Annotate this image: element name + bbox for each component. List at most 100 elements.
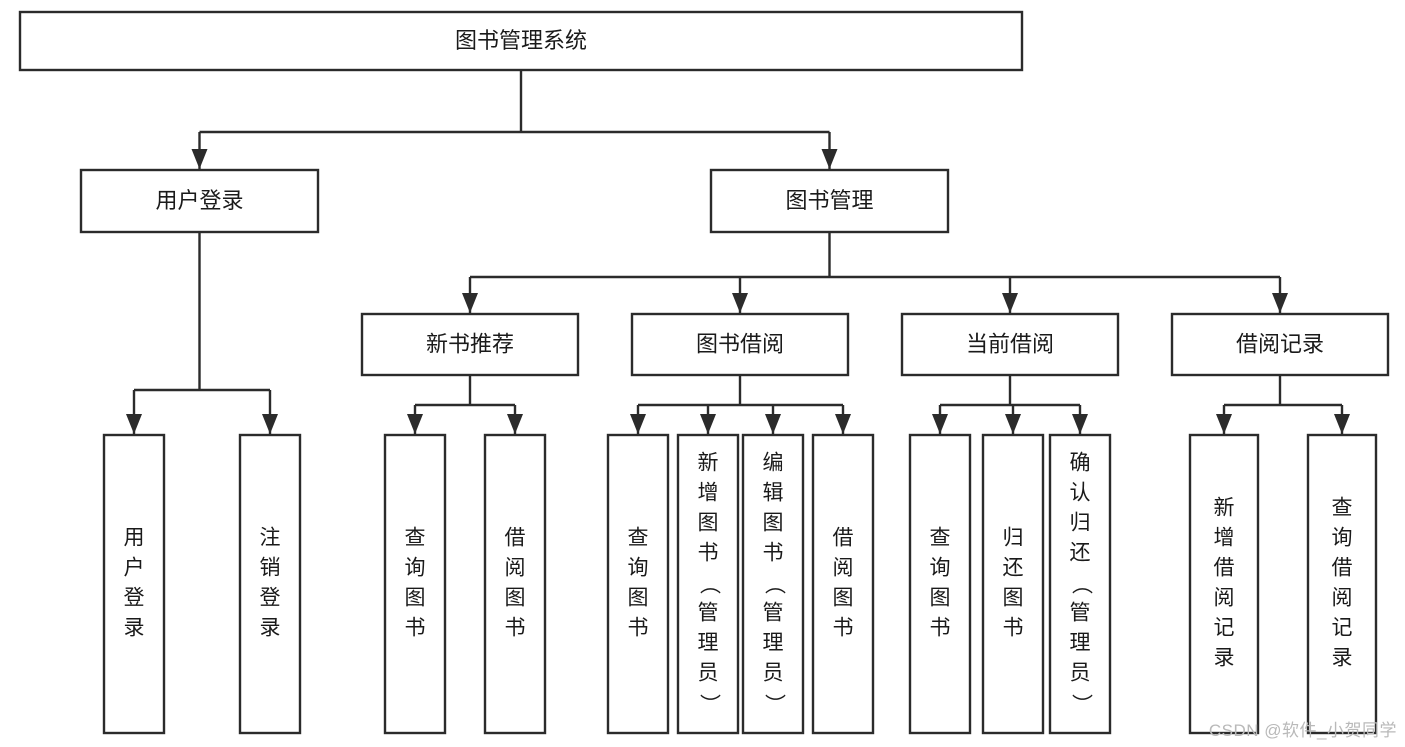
arrow-head-icon [1334,414,1350,434]
node-book-borrow[interactable]: 图书借阅 [630,312,850,377]
node-label-leaf-user-login-char-1: 户 [124,557,145,580]
node-label-leaf-edit-book-char-0: 编 [763,452,784,475]
node-label-leaf-add-record-char-3: 阅 [1214,587,1235,610]
node-book-manage[interactable]: 图书管理 [709,168,950,234]
node-box-leaf-query-book-3 [908,433,972,735]
arrow-head-icon [126,414,142,434]
node-user-login[interactable]: 用户登录 [79,168,320,234]
node-label-leaf-add-book-char-5: 管 [698,602,719,625]
node-label-book-manage: 图书管理 [785,188,873,213]
arrow-head-icon [1002,293,1018,313]
arrow-head-icon [732,293,748,313]
node-label-leaf-add-record-char-1: 增 [1214,527,1235,550]
node-label-leaf-add-record-char-0: 新 [1214,497,1235,520]
node-label-user-login: 用户登录 [155,188,243,213]
node-label-leaf-confirm-return-char-1: 认 [1070,482,1091,505]
arrow-head-icon [407,414,423,434]
node-box-leaf-edit-book [741,433,805,735]
node-label-leaf-borrow-book-2-char-0: 借 [833,527,854,550]
arrow-head-icon [932,414,948,434]
node-label-leaf-query-book-1-char-2: 图 [405,587,426,610]
node-label-book-borrow: 图书借阅 [696,331,784,356]
connector-lines [126,70,1350,434]
node-label-leaf-user-login-char-0: 用 [124,527,145,550]
node-label-root: 图书管理系统 [455,28,587,53]
node-label-leaf-return-book-char-1: 还 [1003,557,1024,580]
arrow-head-icon [835,414,851,434]
node-label-leaf-confirm-return-char-4: （ [1069,574,1092,595]
node-box-new-book-rec [360,312,580,377]
node-box-leaf-return-book [981,433,1045,735]
node-label-new-book-rec: 新书推荐 [426,331,514,356]
node-label-leaf-logout-char-0: 注 [260,527,281,550]
node-label-leaf-confirm-return-char-2: 归 [1070,512,1091,535]
node-label-leaf-borrow-book-2-char-3: 书 [833,617,854,640]
arrow-head-icon [821,149,838,169]
node-box-borrow-record [1170,312,1390,377]
arrow-head-icon [1272,293,1288,313]
node-label-leaf-add-record-char-4: 记 [1214,617,1235,640]
node-label-leaf-query-book-2-char-1: 询 [628,557,649,580]
arrow-head-icon [1072,414,1088,434]
node-new-book-rec[interactable]: 新书推荐 [360,312,580,377]
node-boxes: 图书管理系统用户登录图书管理新书推荐图书借阅当前借阅借阅记录用户登录注销登录查询… [18,10,1390,735]
node-box-leaf-query-record [1306,433,1378,735]
node-label-leaf-add-book-char-0: 新 [698,452,719,475]
node-label-leaf-add-record-char-2: 借 [1214,557,1235,580]
node-box-user-login [79,168,320,234]
node-label-leaf-edit-book-char-8: ） [762,694,785,715]
node-label-leaf-add-book-char-1: 增 [698,482,719,505]
node-label-leaf-return-book-char-3: 书 [1003,617,1024,640]
node-box-leaf-add-book [676,433,740,735]
node-label-leaf-edit-book-char-5: 管 [763,602,784,625]
node-label-leaf-query-record-char-3: 阅 [1332,587,1353,610]
node-box-book-manage [709,168,950,234]
node-label-leaf-query-record-char-0: 查 [1332,497,1353,520]
arrow-head-icon [765,414,781,434]
arrow-head-icon [507,414,523,434]
arrow-head-icon [462,293,478,313]
node-label-leaf-confirm-return-char-0: 确 [1070,452,1091,475]
node-label-leaf-logout-char-1: 销 [260,557,281,580]
node-borrow-record[interactable]: 借阅记录 [1170,312,1390,377]
node-box-leaf-user-login [102,433,166,735]
node-label-leaf-add-record-char-5: 录 [1214,647,1235,670]
node-leaf-user-login[interactable]: 用户登录 [102,433,166,735]
node-label-leaf-query-record-char-4: 记 [1332,617,1353,640]
node-label-leaf-borrow-book-1-char-1: 阅 [505,557,526,580]
node-label-leaf-borrow-book-1-char-2: 图 [505,587,526,610]
node-label-leaf-query-book-3-char-1: 询 [930,557,951,580]
node-label-leaf-add-book-char-4: （ [697,574,720,595]
node-root[interactable]: 图书管理系统 [18,10,1024,72]
node-label-leaf-edit-book-char-6: 理 [763,632,784,655]
node-label-leaf-query-record-char-5: 录 [1332,647,1353,670]
node-label-leaf-borrow-book-1-char-0: 借 [505,527,526,550]
node-label-leaf-return-book-char-2: 图 [1003,587,1024,610]
arrow-head-icon [262,414,278,434]
node-label-leaf-edit-book-char-4: （ [762,574,785,595]
node-label-leaf-borrow-book-1-char-3: 书 [505,617,526,640]
node-label-leaf-edit-book-char-1: 辑 [763,482,784,505]
arrow-head-icon [191,149,208,169]
arrow-head-icon [630,414,646,434]
node-label-leaf-add-book-char-2: 图 [698,512,719,535]
node-current-borrow[interactable]: 当前借阅 [900,312,1120,377]
node-label-leaf-add-book-char-7: 员 [698,662,719,685]
node-box-root [18,10,1024,72]
node-label-leaf-query-book-1-char-3: 书 [405,617,426,640]
node-box-leaf-query-book-2 [606,433,670,735]
